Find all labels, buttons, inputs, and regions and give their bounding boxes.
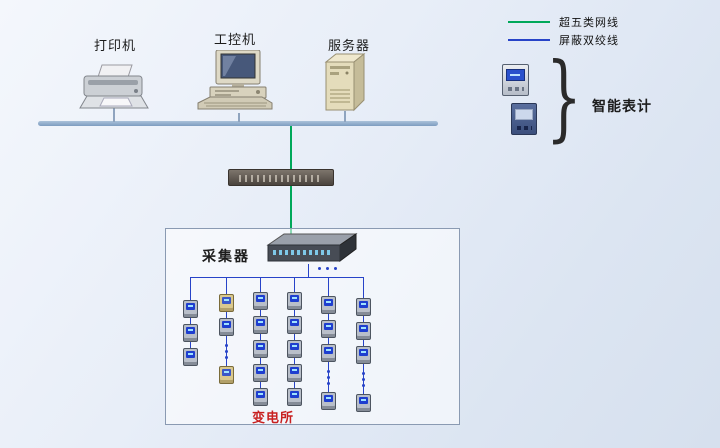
meter-screen: [515, 109, 533, 120]
dot: [361, 383, 365, 387]
column-wire: [363, 278, 364, 403]
industrial-pc-label: 工控机: [214, 33, 257, 48]
legend: 超五类网线 屏蔽双绞线: [508, 13, 619, 49]
network-switch-icon: [228, 169, 334, 186]
ellipsis-dots: [326, 368, 330, 386]
legend-item-cat5: 超五类网线: [508, 13, 619, 31]
meter-icon: [182, 324, 198, 342]
printer-icon: [78, 62, 150, 110]
cat5-cable-line-upper: [290, 126, 292, 169]
column-wire: [328, 278, 329, 401]
meter-icon: [355, 298, 371, 316]
ellipsis-dots: [361, 370, 365, 388]
dot: [326, 375, 330, 379]
meter-column: [355, 298, 371, 412]
meter-icon: [286, 292, 302, 310]
meter-icon: [218, 294, 234, 312]
dot: [334, 267, 337, 270]
meter-icon: [182, 300, 198, 318]
dot: [326, 369, 330, 373]
industrial-pc-icon: [196, 49, 280, 114]
meter-column: [252, 292, 268, 406]
pc-connector-line: [238, 113, 240, 122]
twisted-pair-line-swatch: [508, 39, 550, 41]
meter-icon: [320, 344, 336, 362]
printer-label: 打印机: [94, 39, 137, 54]
collector-icon: [262, 231, 358, 265]
column-wire: [294, 278, 295, 397]
meter-icon: [182, 348, 198, 366]
smart-meter-icon-b: [511, 103, 537, 135]
collector-stub-wire: [308, 264, 309, 277]
meter-buttons: [517, 126, 532, 130]
dot: [224, 349, 228, 353]
meter-icon: [355, 322, 371, 340]
meter-column: [182, 300, 198, 366]
dot: [318, 267, 321, 270]
meter-icon: [355, 394, 371, 412]
meter-column: [286, 292, 302, 406]
cat5-line-swatch: [508, 21, 550, 23]
dot: [361, 377, 365, 381]
meter-buttons: [508, 87, 524, 91]
meter-icon: [355, 346, 371, 364]
dot: [224, 343, 228, 347]
legend-label-cat5: 超五类网线: [559, 16, 619, 29]
server-icon: [320, 52, 370, 112]
dot: [224, 355, 228, 359]
meter-icon: [320, 296, 336, 314]
ellipsis-dots-horizontal: [318, 267, 337, 270]
distribution-wire: [190, 277, 364, 278]
collector-label: 采集器: [202, 249, 250, 265]
meter-icon: [286, 388, 302, 406]
meter-icon: [252, 340, 268, 358]
meter-icon: [252, 292, 268, 310]
legend-item-twisted-pair: 屏蔽双绞线: [508, 31, 619, 49]
smart-meters-label: 智能表计: [592, 99, 652, 115]
meter-column: [218, 294, 234, 384]
meter-screen: [506, 69, 525, 81]
ethernet-bus-line: [38, 121, 438, 126]
meter-icon: [286, 340, 302, 358]
cat5-cable-line-lower: [290, 186, 292, 238]
substation-label: 变电所: [252, 411, 295, 426]
meter-icon: [286, 316, 302, 334]
meter-icon: [252, 364, 268, 382]
meter-icon: [286, 364, 302, 382]
smart-meter-icon-a: [502, 64, 529, 96]
meter-icon: [218, 366, 234, 384]
meter-icon: [252, 388, 268, 406]
column-wire: [260, 278, 261, 397]
meter-icon: [320, 320, 336, 338]
meter-column: [320, 296, 336, 410]
meter-icon: [252, 316, 268, 334]
meter-icon: [218, 318, 234, 336]
grouping-brace: }: [546, 43, 582, 152]
dot: [326, 267, 329, 270]
server-connector-line: [344, 111, 346, 122]
meter-icon: [320, 392, 336, 410]
dot: [361, 371, 365, 375]
server-label: 服务器: [328, 39, 371, 54]
ellipsis-dots: [224, 342, 228, 360]
printer-connector-line: [113, 108, 115, 122]
legend-label-twisted-pair: 屏蔽双绞线: [559, 34, 619, 47]
dot: [326, 381, 330, 385]
